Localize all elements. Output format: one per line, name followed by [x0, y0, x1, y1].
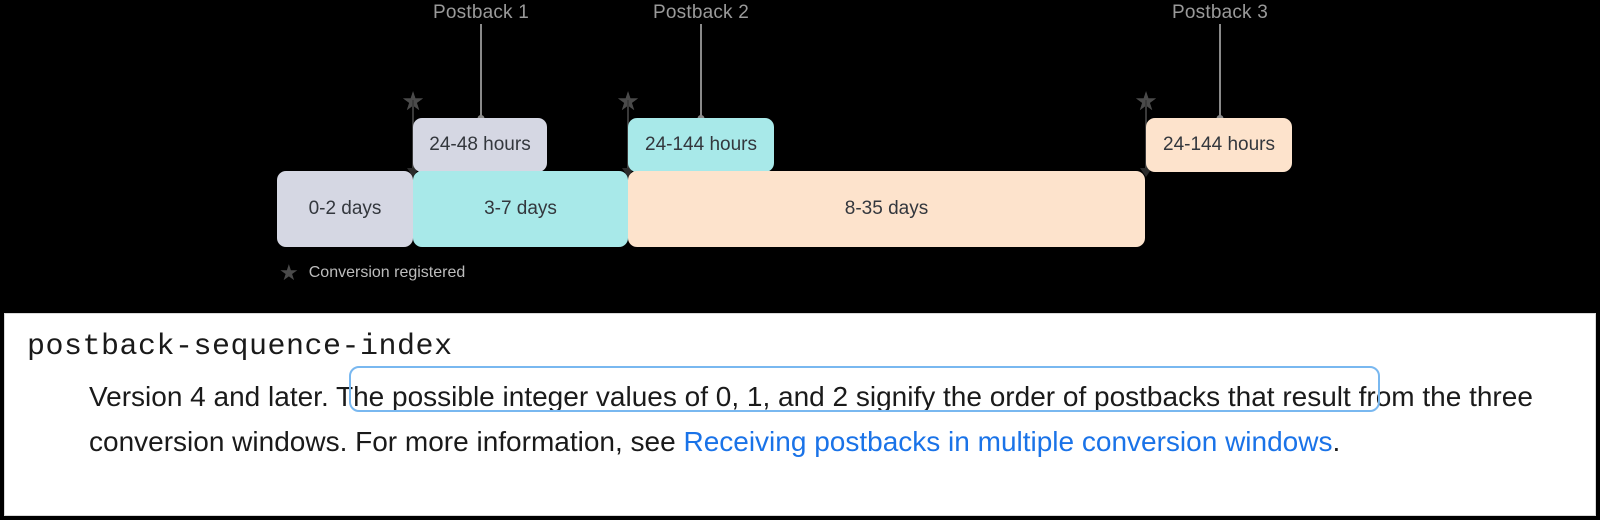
text-version-prefix: Version 4 and later.: [89, 381, 336, 412]
postback-label-3: Postback 3: [1172, 2, 1268, 23]
postback-window-bar-label: 24-144 hours: [645, 134, 757, 155]
postback-connector-line-2: [700, 24, 702, 118]
conversion-arrow-head-2: [622, 168, 634, 177]
documentation-card: postback-sequence-index Version 4 and la…: [4, 313, 1596, 516]
conversion-window-bar-1: 0-2 days: [277, 171, 413, 247]
legend-label: Conversion registered: [308, 264, 466, 281]
postback-window-bar-3: 24-144 hours: [1146, 118, 1292, 172]
conversion-window-bar-3: 8-35 days: [628, 171, 1145, 247]
conversion-arrow-head-3: [1140, 168, 1152, 177]
postback-window-bar-label: 24-48 hours: [429, 134, 531, 155]
postback-window-bar-1: 24-48 hours: [413, 118, 547, 172]
postback-window-bar-2: 24-144 hours: [628, 118, 774, 172]
text-period: .: [1332, 426, 1341, 457]
conversion-window-bar-label: 8-35 days: [844, 198, 929, 219]
link-receiving-postbacks[interactable]: Receiving postbacks in multiple conversi…: [683, 426, 1333, 457]
conversion-window-bar-label: 3-7 days: [484, 198, 557, 219]
legend: ★ Conversion registered: [279, 262, 465, 284]
highlighted-phrase: The possible integer values of 0, 1, and…: [336, 381, 1221, 412]
conversion-window-bar-label: 0-2 days: [308, 198, 382, 219]
postback-label-1: Postback 1: [433, 2, 529, 23]
postback-connector-line-3: [1219, 24, 1221, 118]
description-paragraph: Version 4 and later. The possible intege…: [89, 374, 1565, 464]
postback-window-bar-label: 24-144 hours: [1163, 134, 1275, 155]
conversion-window-bar-2: 3-7 days: [413, 171, 628, 247]
text-after-highlight: that result from the three conversion wi…: [89, 381, 1533, 457]
postback-connector-line-1: [480, 24, 482, 118]
postback-label-2: Postback 2: [653, 2, 749, 23]
star-icon: ★: [279, 260, 299, 285]
page-title: postback-sequence-index: [27, 330, 453, 364]
conversion-arrow-head-1: [407, 168, 419, 177]
